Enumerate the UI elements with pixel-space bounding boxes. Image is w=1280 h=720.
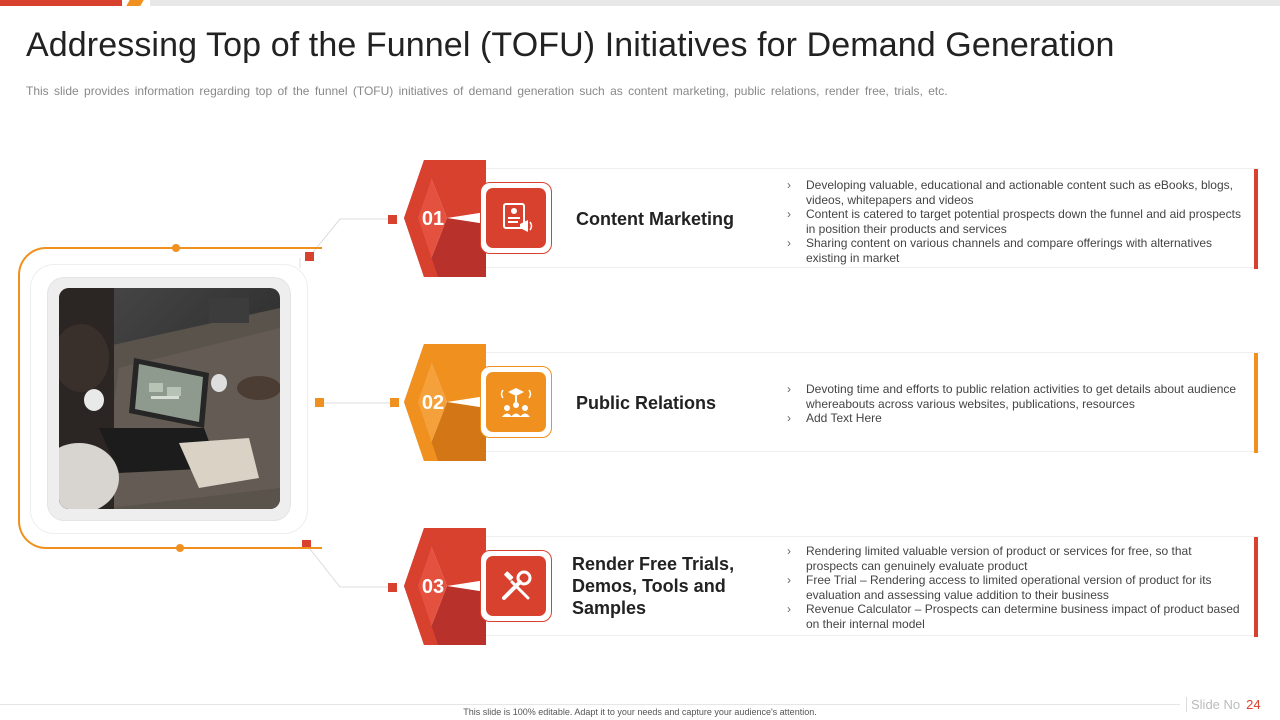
footer-divider bbox=[0, 704, 1180, 705]
card-accent-1 bbox=[1254, 169, 1258, 269]
bullet-1-2: Content is catered to target potential p… bbox=[786, 207, 1246, 236]
connector-node-2b bbox=[390, 398, 399, 407]
top-bar-red bbox=[0, 0, 122, 6]
team-meeting-photo bbox=[59, 288, 280, 509]
tools-icon bbox=[502, 570, 532, 600]
initiative-bullets-2: Devoting time and efforts to public rela… bbox=[786, 382, 1246, 426]
initiative-row-3: 03 Render Free Trials, Demos, Tools and … bbox=[0, 528, 1280, 648]
connector-node-1b bbox=[388, 215, 397, 224]
slide-subtitle: This slide provides information regardin… bbox=[26, 84, 948, 98]
initiative-number-3: 03 bbox=[421, 576, 445, 598]
initiative-number-2: 02 bbox=[421, 392, 445, 414]
bullet-3-3: Revenue Calculator – Prospects can deter… bbox=[786, 602, 1246, 631]
initiative-heading-2: Public Relations bbox=[576, 393, 717, 413]
icon-box-2 bbox=[480, 366, 552, 438]
chevron-badge-3 bbox=[404, 528, 486, 645]
footer-note: This slide is 100% editable. Adapt it to… bbox=[463, 707, 817, 717]
slide-no-text: Slide No bbox=[1191, 697, 1241, 712]
slide-number-label: Slide No 24 bbox=[1186, 697, 1261, 712]
public-relations-icon bbox=[500, 388, 532, 417]
initiative-row-2: 02 Public Relations Devoting time and ef… bbox=[0, 344, 1280, 464]
card-accent-3 bbox=[1254, 537, 1258, 637]
initiative-heading-3: Render Free Trials, Demos, Tools and Sam… bbox=[572, 554, 735, 618]
initiative-heading-1: Content Marketing bbox=[576, 209, 735, 229]
connector-node-2a bbox=[315, 398, 324, 407]
bullet-3-2: Free Trial – Rendering access to limited… bbox=[786, 573, 1246, 602]
bullet-2-1: Devoting time and efforts to public rela… bbox=[786, 382, 1246, 411]
chevron-badge-1 bbox=[404, 160, 486, 277]
bullet-1-3: Sharing content on various channels and … bbox=[786, 236, 1246, 265]
initiative-bullets-3: Rendering limited valuable version of pr… bbox=[786, 544, 1246, 631]
icon-box-3 bbox=[480, 550, 552, 622]
bullet-3-1: Rendering limited valuable version of pr… bbox=[786, 544, 1246, 573]
top-bar-grey bbox=[150, 0, 1280, 6]
connector-node-3b bbox=[388, 583, 397, 592]
icon-box-1 bbox=[480, 182, 552, 254]
slide-number: 24 bbox=[1246, 697, 1261, 712]
initiative-number-1: 01 bbox=[421, 208, 445, 230]
photo-outer-ring bbox=[30, 264, 308, 534]
chevron-badge-2 bbox=[404, 344, 486, 461]
card-accent-2 bbox=[1254, 353, 1258, 453]
bullet-2-2: Add Text Here bbox=[786, 411, 1246, 426]
photo-bracket bbox=[18, 247, 322, 549]
top-accent-bar bbox=[0, 0, 1280, 6]
initiative-bullets-1: Developing valuable, educational and act… bbox=[786, 178, 1246, 265]
initiative-row-1: 01 Content Marketing Developing valuable… bbox=[0, 160, 1280, 280]
slide-title: Addressing Top of the Funnel (TOFU) Init… bbox=[26, 26, 1115, 64]
bullet-1-1: Developing valuable, educational and act… bbox=[786, 178, 1246, 207]
content-marketing-icon bbox=[503, 203, 533, 232]
